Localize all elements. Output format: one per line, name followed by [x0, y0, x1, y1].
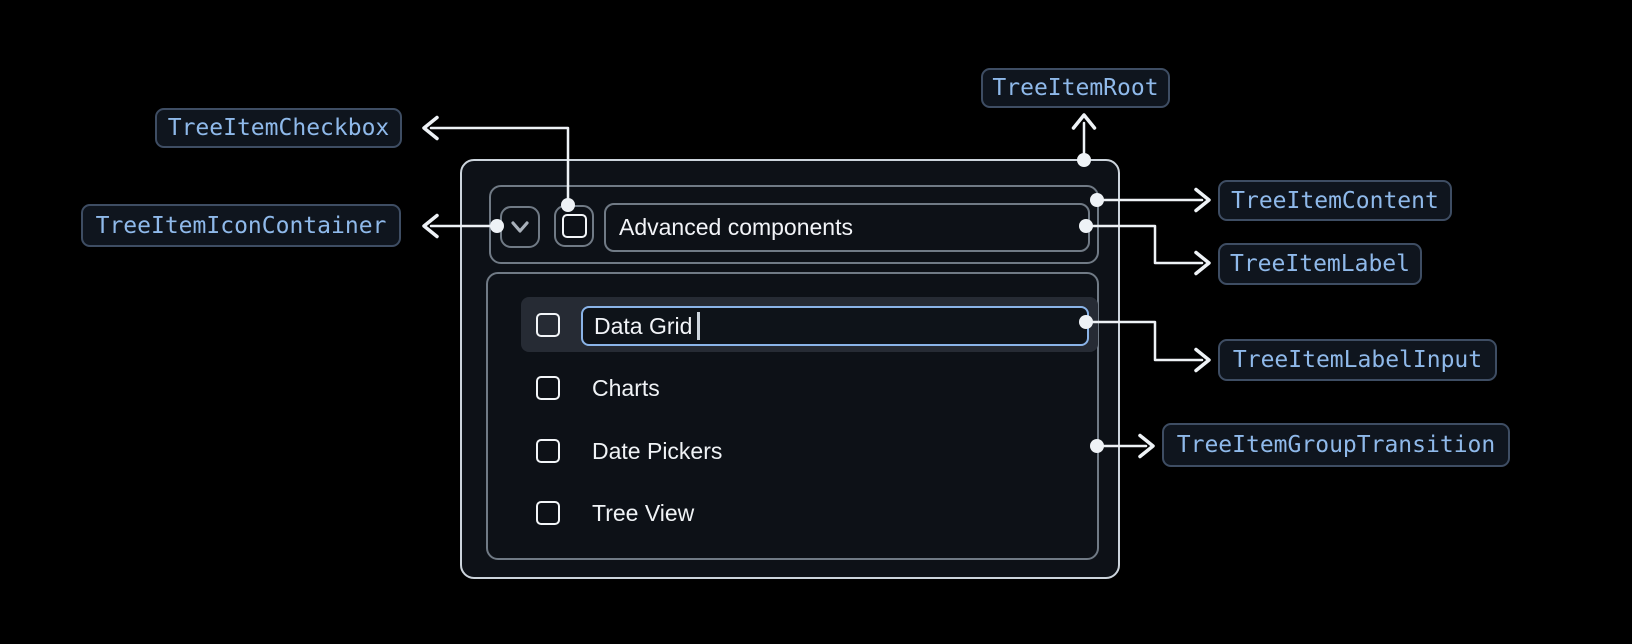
item-label: Tree View: [592, 499, 695, 526]
badge-tree-item-group-transition: TreeItemGroupTransition: [1162, 423, 1510, 467]
badge-tree-item-label-input: TreeItemLabelInput: [1218, 339, 1497, 381]
item-checkbox[interactable]: [536, 439, 560, 463]
tree-item-row[interactable]: Tree View: [536, 500, 694, 526]
arrow-left-icon: [422, 115, 439, 141]
badge-tree-item-root: TreeItemRoot: [981, 68, 1170, 108]
badge-tree-item-checkbox: TreeItemCheckbox: [155, 108, 402, 148]
arrow-right-icon: [1194, 187, 1211, 213]
item-checkbox[interactable]: [536, 501, 560, 525]
arrow-right-icon: [1194, 347, 1211, 373]
tree-item-icon-container[interactable]: [500, 206, 540, 248]
item-checkbox[interactable]: [536, 313, 560, 337]
text-caret: [697, 312, 700, 340]
tree-item-label-input[interactable]: [581, 306, 1089, 346]
tree-item-checkbox[interactable]: [554, 205, 594, 247]
badge-tree-item-content: TreeItemContent: [1218, 180, 1452, 221]
chevron-down-icon: [511, 221, 529, 233]
tree-item-content[interactable]: Advanced components: [489, 185, 1099, 264]
item-checkbox[interactable]: [536, 376, 560, 400]
arrow-right-icon: [1138, 433, 1155, 459]
tree-item-label: Advanced components: [604, 203, 1090, 252]
tree-item-group-transition: Charts Date Pickers Tree View: [486, 272, 1099, 560]
tree-item-row[interactable]: Charts: [536, 375, 660, 401]
tree-item-row-editing[interactable]: [521, 297, 1098, 352]
badge-tree-item-label: TreeItemLabel: [1218, 243, 1422, 285]
item-label: Charts: [592, 374, 660, 401]
parent-item-label: Advanced components: [619, 214, 853, 240]
checkbox-unchecked-icon: [561, 214, 587, 238]
badge-tree-item-icon-container: TreeItemIconContainer: [81, 204, 401, 247]
arrow-up-icon: [1071, 113, 1097, 130]
item-label: Date Pickers: [592, 437, 723, 464]
arrow-left-icon: [422, 213, 439, 239]
tree-item-row[interactable]: Date Pickers: [536, 438, 722, 464]
tree-item-root: Advanced components Charts Date Pickers …: [460, 159, 1120, 579]
arrow-right-icon: [1194, 250, 1211, 276]
